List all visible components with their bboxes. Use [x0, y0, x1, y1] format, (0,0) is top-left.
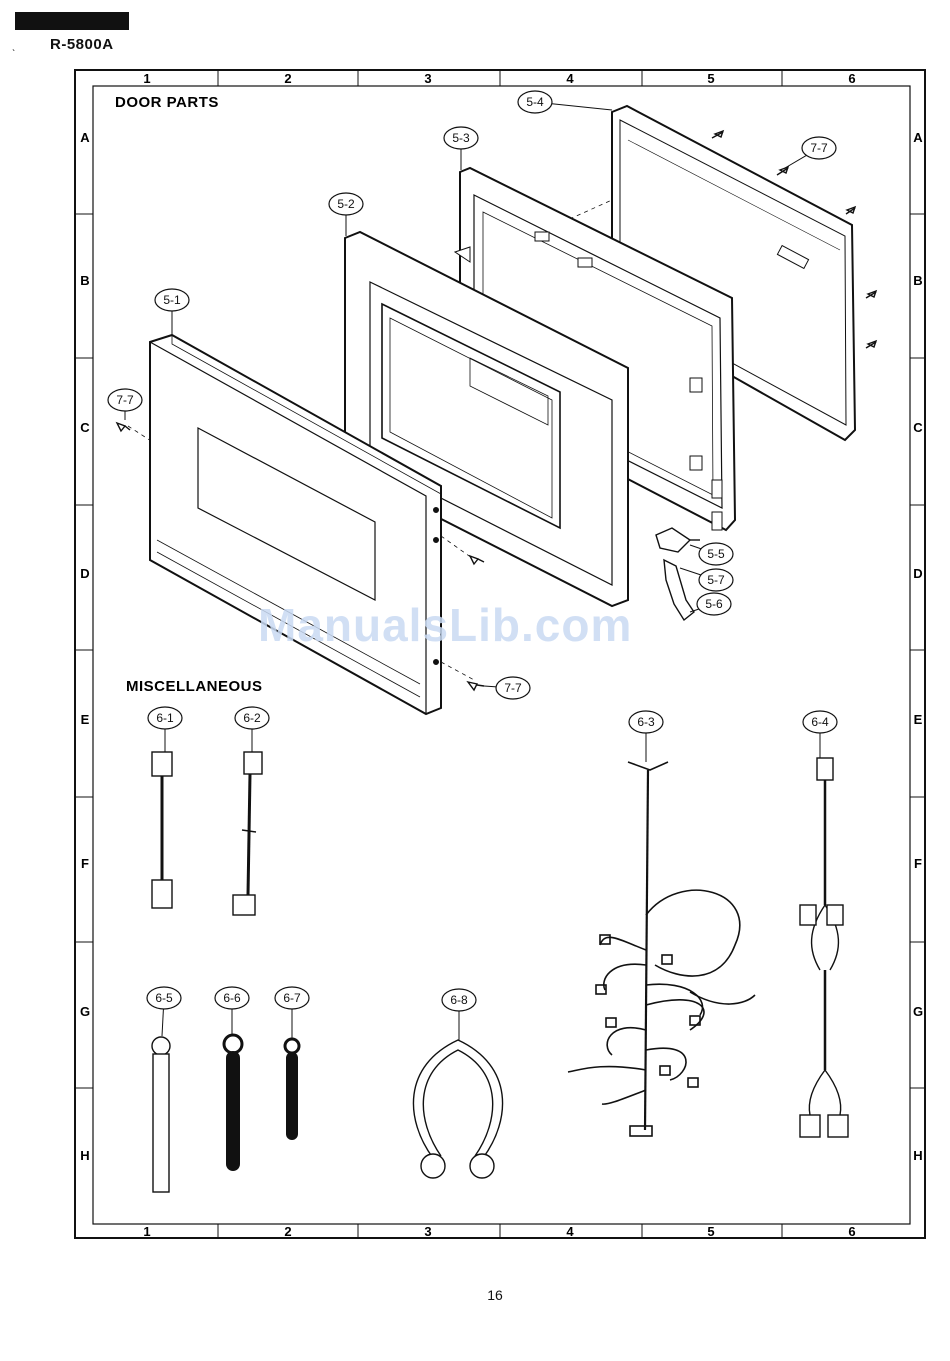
callout-label: 5-1 — [163, 293, 181, 307]
callout-6-5: 6-5 — [147, 987, 181, 1036]
column-label-bottom: 5 — [707, 1224, 714, 1239]
column-label-top: 3 — [424, 71, 431, 86]
callout-5-2: 5-2 — [329, 193, 363, 236]
callout-7-7-a: 7-7 — [785, 137, 836, 168]
callout-5-5: 5-5 — [690, 543, 733, 565]
callout-6-4: 6-4 — [803, 711, 837, 758]
callout-label: 5-6 — [705, 597, 723, 611]
clamp-6-8 — [413, 1040, 502, 1178]
callout-6-1: 6-1 — [148, 707, 182, 752]
row-label-right: C — [913, 420, 923, 435]
tube-6-5 — [152, 1037, 170, 1192]
callout-6-7: 6-7 — [275, 987, 309, 1038]
row-label-right: G — [913, 1004, 923, 1019]
tube-6-6 — [224, 1035, 242, 1164]
lead-wire-6-1 — [152, 752, 172, 908]
page-number: 16 — [475, 1287, 515, 1303]
callout-5-7: 5-7 — [680, 568, 733, 591]
row-label-left: G — [80, 1004, 90, 1019]
row-label-right: F — [914, 856, 922, 871]
row-label-left: E — [81, 712, 90, 727]
row-label-right: E — [914, 712, 923, 727]
callout-label: 6-3 — [637, 715, 655, 729]
callout-label: 6-5 — [155, 991, 173, 1005]
callout-label: 7-7 — [810, 141, 828, 155]
callout-label: 5-4 — [526, 95, 544, 109]
row-label-left: C — [80, 420, 90, 435]
callout-label: 6-6 — [223, 991, 241, 1005]
column-label-bottom: 3 — [424, 1224, 431, 1239]
tube-6-7 — [285, 1039, 299, 1134]
callout-label: 5-3 — [452, 131, 470, 145]
wire-harness-6-4 — [800, 758, 848, 1137]
row-label-right: B — [913, 273, 922, 288]
column-label-bottom: 1 — [143, 1224, 150, 1239]
callout-7-7-b: 7-7 — [108, 389, 142, 420]
row-label-right: A — [913, 130, 923, 145]
callout-5-6: 5-6 — [690, 593, 731, 615]
column-label-top: 6 — [848, 71, 855, 86]
callout-label: 5-7 — [707, 573, 725, 587]
callout-label: 7-7 — [504, 681, 522, 695]
callout-label: 5-2 — [337, 197, 355, 211]
wire-harness-6-3 — [568, 762, 755, 1136]
column-label-bottom: 2 — [284, 1224, 291, 1239]
callout-6-3: 6-3 — [629, 711, 663, 762]
door-latch-assembly — [656, 528, 700, 620]
callout-6-8: 6-8 — [442, 989, 476, 1040]
callout-5-3: 5-3 — [444, 127, 478, 170]
column-label-top: 4 — [566, 71, 574, 86]
callout-label: 6-2 — [243, 711, 261, 725]
callout-5-1: 5-1 — [155, 289, 189, 334]
miscellaneous-title: MISCELLANEOUS — [126, 678, 263, 695]
row-label-left: F — [81, 856, 89, 871]
callout-label: 6-7 — [283, 991, 301, 1005]
row-label-left: A — [80, 130, 90, 145]
lead-wire-6-2 — [233, 752, 262, 915]
column-label-bottom: 4 — [566, 1224, 574, 1239]
column-label-bottom: 6 — [848, 1224, 855, 1239]
row-label-left: H — [80, 1148, 89, 1163]
watermark: ManualsLib.com — [258, 598, 632, 652]
column-label-top: 5 — [707, 71, 714, 86]
callout-label: 5-5 — [707, 547, 725, 561]
callout-label: 7-7 — [116, 393, 134, 407]
column-label-top: 2 — [284, 71, 291, 86]
door-parts-title: DOOR PARTS — [115, 94, 219, 111]
callout-label: 6-4 — [811, 715, 829, 729]
callout-6-6: 6-6 — [215, 987, 249, 1035]
row-label-left: B — [80, 273, 89, 288]
column-label-top: 1 — [143, 71, 150, 86]
row-label-right: H — [913, 1148, 922, 1163]
callout-6-2: 6-2 — [235, 707, 269, 752]
row-label-left: D — [80, 566, 89, 581]
callout-7-7-c: 7-7 — [484, 677, 530, 699]
callout-label: 6-1 — [156, 711, 174, 725]
row-label-right: D — [913, 566, 922, 581]
callout-5-4: 5-4 — [518, 91, 612, 113]
callout-label: 6-8 — [450, 993, 468, 1007]
